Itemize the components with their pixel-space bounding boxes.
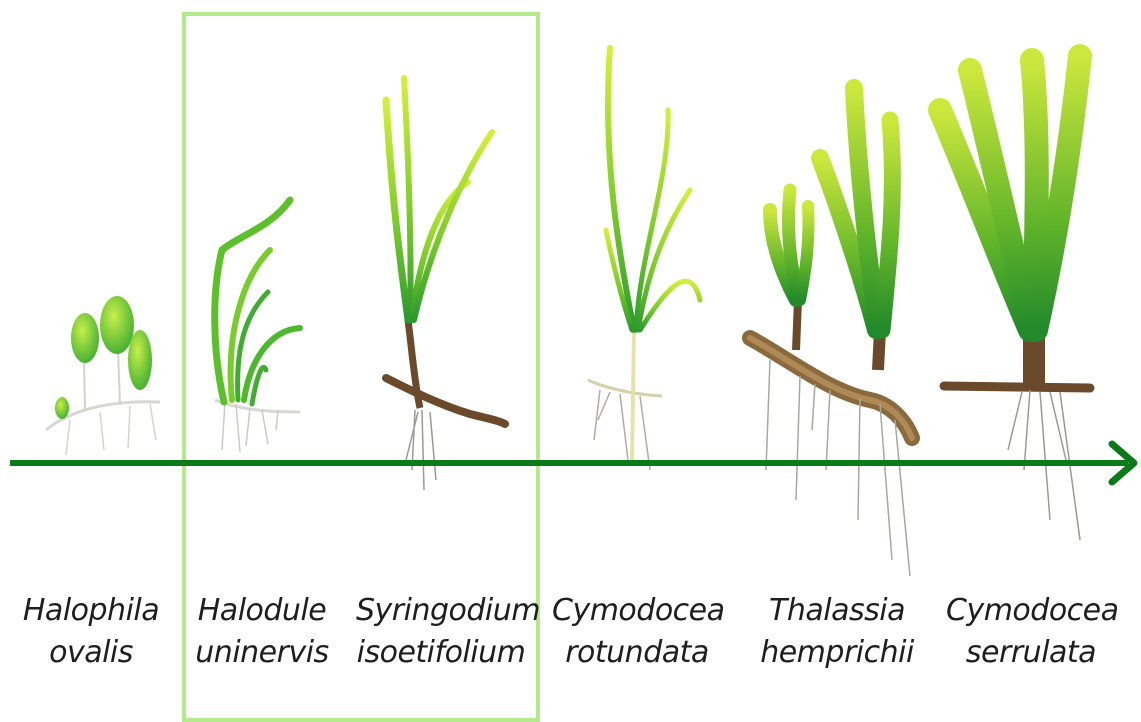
plant-cymodocea-serrulata xyxy=(940,56,1090,540)
plant-thalassia-hemprichii xyxy=(750,88,912,576)
plant-halophila-ovalis xyxy=(46,296,160,455)
plant-syringodium-isoetifolium xyxy=(386,78,505,490)
axis-arrow xyxy=(10,444,1134,482)
label-genus: Cymodocea xyxy=(946,590,1116,632)
label-cymodocea-rotundata: Cymodocea rotundata xyxy=(552,590,722,674)
label-cymodocea-serrulata: Cymodocea serrulata xyxy=(946,590,1116,674)
label-genus: Thalassia xyxy=(752,590,922,632)
label-epithet: serrulata xyxy=(946,632,1116,674)
label-halodule-uninervis: Halodule uninervis xyxy=(177,590,347,674)
label-syringodium-isoetifolium: Syringodium isoetifolium xyxy=(356,590,526,674)
label-epithet: isoetifolium xyxy=(356,632,526,674)
label-genus: Cymodocea xyxy=(552,590,722,632)
plant-halodule-uninervis xyxy=(215,200,300,452)
label-epithet: uninervis xyxy=(177,632,347,674)
label-epithet: hemprichii xyxy=(752,632,922,674)
label-halophila-ovalis: Halophila ovalis xyxy=(6,590,176,674)
label-epithet: rotundata xyxy=(552,632,722,674)
label-genus: Halodule xyxy=(177,590,347,632)
label-epithet: ovalis xyxy=(6,632,176,674)
label-genus: Syringodium xyxy=(356,590,526,632)
label-thalassia-hemprichii: Thalassia hemprichii xyxy=(752,590,922,674)
plant-cymodocea-rotundata xyxy=(588,48,700,470)
label-genus: Halophila xyxy=(6,590,176,632)
